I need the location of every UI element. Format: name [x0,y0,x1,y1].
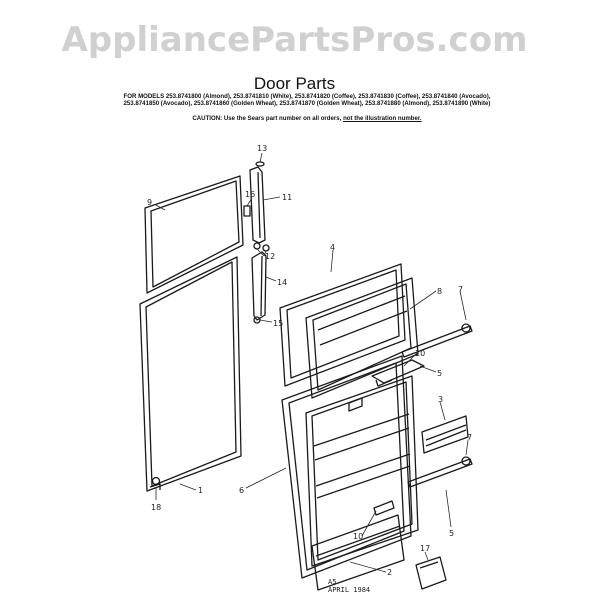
callout-11: 11 [282,193,292,202]
dairy-bin [415,556,447,590]
callout-7-lower: 7 [467,433,472,442]
page-title: Door Parts [253,74,336,93]
callout-4: 4 [330,243,335,252]
top-hinge [249,161,266,244]
callout-13: 13 [257,144,267,153]
watermark: AppliancePartsPros.com [61,20,528,60]
drawing-stamp: A5 APRIL 1984 [328,578,370,594]
caution-note: CAUTION: Use the Sears part number on al… [118,115,496,122]
fresh-food-door-liner [305,375,419,567]
callout-14: 14 [277,278,287,287]
hinge-pins [253,242,270,252]
model-list-text: 253.8741800 (Almond), 253.8741810 (White… [123,93,491,108]
callout-5-upper: 5 [437,369,442,378]
callout-12: 12 [265,252,275,261]
callout-6: 6 [239,486,244,495]
callout-10-lower: 10 [353,532,363,541]
shelf-retainer [421,415,469,454]
freezer-shelf [371,359,425,387]
fresh-food-door-outer [281,355,412,579]
callout-3: 3 [438,395,443,404]
hinge-shim [243,205,251,217]
freezer-door-outer [279,263,406,387]
leader-lines [155,152,469,573]
stamp-code: A5 [328,578,337,586]
callout-10-upper: 10 [415,349,425,358]
center-hinge [251,251,267,324]
callout-2: 2 [387,568,392,577]
model-list: FOR MODELS 253.8741800 (Almond), 253.874… [118,93,496,108]
lower-shelf-rail [407,456,473,488]
upper-gasket [144,175,244,294]
callout-18: 18 [151,503,161,512]
callout-15: 15 [273,319,283,328]
callout-labels: 9 1 13 16 11 12 14 15 4 8 7 10 5 3 7 6 1… [147,144,472,577]
bottom-hinge [149,476,161,490]
callout-9: 9 [147,198,152,207]
callout-5-lower: 5 [449,529,454,538]
callout-8-upper: 8 [437,287,442,296]
callout-1: 1 [198,486,203,495]
stamp-date: APRIL 1984 [328,586,371,594]
lower-gasket [139,256,242,492]
caution-underlined: not the illustration number. [343,115,422,122]
top-shelf-rail [401,323,473,358]
model-list-prefix: FOR MODELS [123,93,165,100]
bottom-trim [311,514,405,591]
callout-17: 17 [420,544,430,553]
callout-7-upper: 7 [458,285,463,294]
callout-16: 16 [245,190,255,199]
caution-text: CAUTION: Use the Sears part number on al… [192,115,344,122]
